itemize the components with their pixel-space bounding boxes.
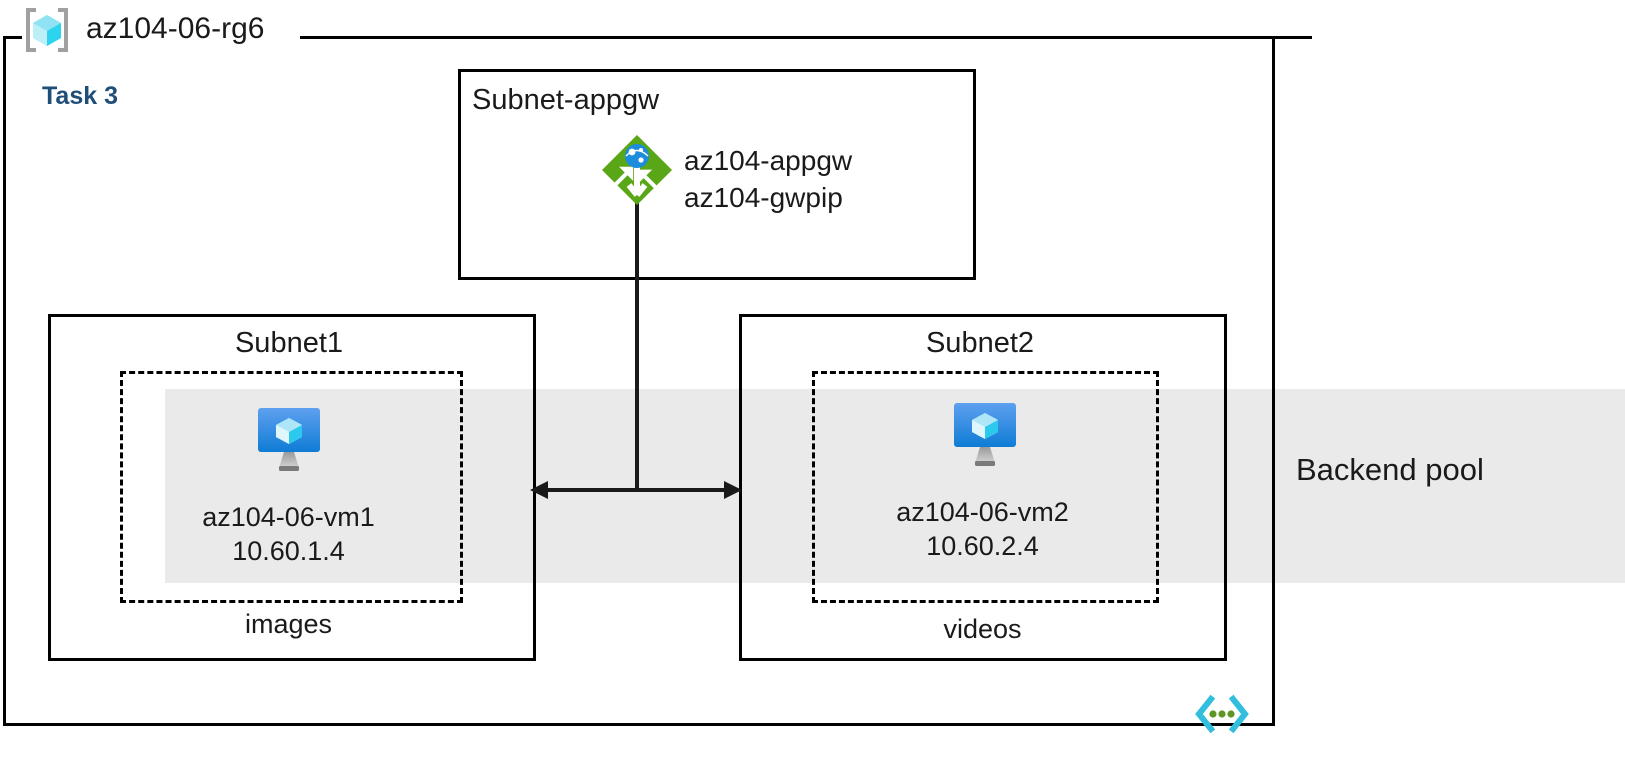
vm2-ip: 10.60.2.4 — [926, 531, 1039, 561]
subnet1-box — [48, 314, 536, 661]
subnet2-vm-group — [812, 371, 1159, 603]
backend-pool-label: Backend pool — [1296, 452, 1484, 487]
subnet2-vm-labels: az104-06-vm2 10.60.2.4 — [812, 495, 1153, 563]
subnet2-caption: videos — [943, 614, 1022, 644]
gwpip-name: az104-gwpip — [684, 182, 843, 213]
appgw-resource-labels: az104-appgw az104-gwpip — [684, 142, 852, 216]
subnet2-title: Subnet2 — [925, 327, 1035, 359]
subnet-appgw-title: Subnet-appgw — [472, 84, 660, 116]
resource-group-border-bottom — [3, 723, 1275, 726]
resource-group-cube-icon — [22, 6, 72, 54]
application-gateway-icon — [600, 133, 674, 207]
subnet1-vm-group — [120, 371, 463, 603]
vm2-name: az104-06-vm2 — [896, 497, 1069, 527]
vnet-code-brackets-icon — [1194, 691, 1250, 737]
vm1-ip: 10.60.1.4 — [232, 536, 345, 566]
appgw-name: az104-appgw — [684, 145, 853, 176]
subnet1-subnet2-arrow — [528, 470, 744, 510]
resource-group-border-right — [1272, 36, 1275, 726]
virtual-machine-icon — [254, 406, 324, 474]
resource-group-title: az104-06-rg6 — [86, 12, 265, 45]
subnet-appgw-box — [458, 69, 976, 280]
virtual-machine-icon — [950, 401, 1020, 469]
subnet1-title: Subnet1 — [234, 327, 344, 359]
backend-pool-band — [165, 389, 1625, 583]
task-label: Task 3 — [42, 82, 118, 110]
appgw-to-backend-connector — [635, 200, 639, 490]
resource-group-border-top-left — [3, 36, 25, 39]
resource-group-border-left — [3, 36, 6, 726]
subnet1-vm-labels: az104-06-vm1 10.60.1.4 — [120, 500, 457, 568]
resource-group-border-top-right — [300, 36, 1312, 39]
subnet1-caption: images — [244, 609, 333, 639]
vm1-name: az104-06-vm1 — [202, 502, 375, 532]
subnet2-box — [739, 314, 1227, 661]
